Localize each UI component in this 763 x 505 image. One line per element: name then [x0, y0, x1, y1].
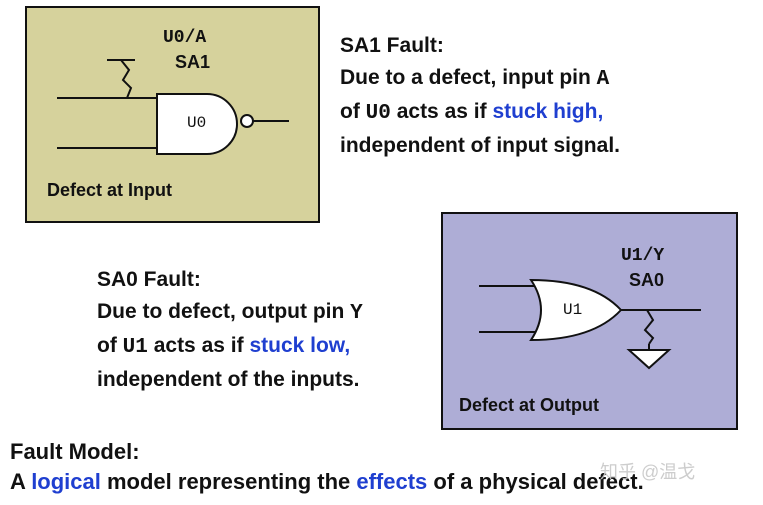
sa0-line3: independent of the inputs.: [97, 368, 360, 391]
fault-label: SA1: [175, 52, 211, 72]
gate-label: U1: [563, 301, 583, 319]
sa0-description: SA0 Fault: Due to defect, output pin Y o…: [97, 264, 363, 396]
ground-icon: [626, 349, 672, 370]
def-logical: logical: [31, 469, 101, 494]
def-effects: effects: [356, 469, 428, 494]
nand-gate-body: [156, 93, 238, 155]
sa1-pin-name: A: [596, 68, 610, 91]
or-gate-body: [529, 278, 623, 342]
nand-bubble: [240, 114, 254, 128]
def-post: of a physical defect.: [427, 469, 644, 494]
fault-squiggle: [643, 309, 655, 345]
sa0-line2-mid: acts as if: [147, 334, 250, 357]
sa0-line1: Due to defect, output pin: [97, 300, 351, 323]
sa0-heading: SA0 Fault:: [97, 268, 201, 291]
sa0-gate-name: U1: [122, 336, 148, 359]
fault-squiggle: [120, 59, 133, 99]
sa1-line2-pre: of: [340, 100, 366, 123]
fault-model-title: Fault Model:: [10, 439, 140, 464]
sa1-diagram-panel: U0/A SA1 U0 Defect at Input: [25, 6, 320, 223]
def-mid: model representing the: [100, 469, 357, 494]
panel-caption: Defect at Output: [459, 395, 600, 415]
watermark: 知乎 @温戈: [600, 462, 696, 482]
sa0-highlight: stuck low,: [249, 334, 351, 357]
or-gate-schematic: [479, 278, 701, 370]
sa1-gate-name: U0: [365, 102, 391, 125]
sa1-description: SA1 Fault: Due to a defect, input pin A …: [340, 30, 620, 162]
sa1-line1: Due to a defect, input pin: [340, 66, 597, 89]
fault-model-definition: Fault Model: A logical model representin…: [10, 437, 644, 497]
pin-label: U0/A: [163, 28, 207, 48]
nand-gate-schematic: [57, 59, 289, 155]
sa0-pin-name: Y: [350, 302, 363, 325]
sa1-heading: SA1 Fault:: [340, 34, 444, 57]
panel-caption: Defect at Input: [47, 180, 173, 200]
sa0-diagram-panel: U1/Y SA0 U1 Defect at Output: [441, 212, 738, 430]
gate-label: U0: [187, 114, 207, 132]
sa1-line2-mid: acts as if: [390, 100, 493, 123]
sa0-line2-pre: of: [97, 334, 123, 357]
fault-label: SA0: [629, 270, 665, 290]
def-pre: A: [10, 469, 32, 494]
pin-label: U1/Y: [621, 246, 665, 266]
sa1-highlight: stuck high,: [492, 100, 604, 123]
sa1-line3: independent of input signal.: [340, 134, 620, 157]
